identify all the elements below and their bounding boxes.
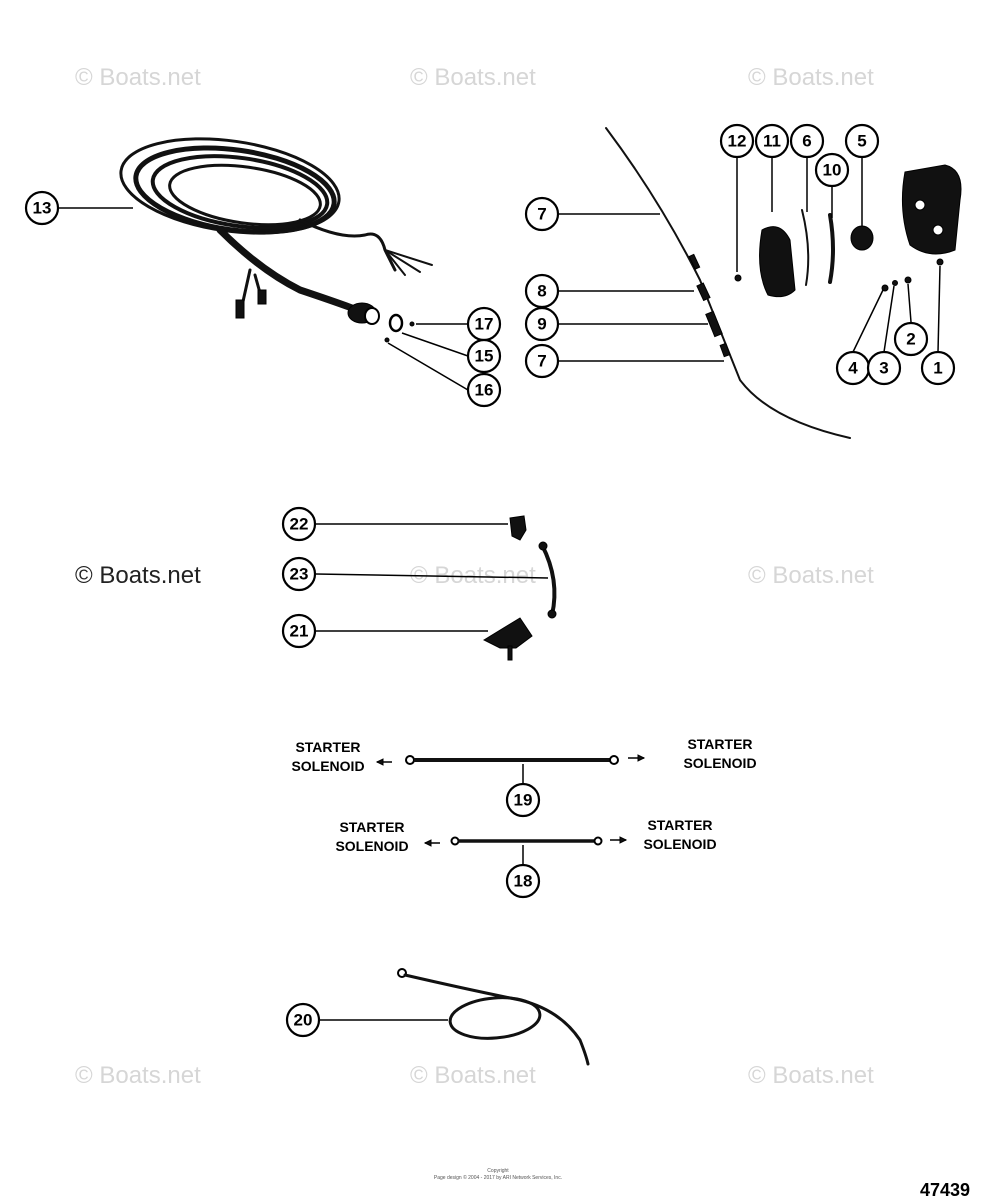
part-22 [509,515,527,541]
solenoid-labels: STARTER SOLENOID STARTER SOLENOID STARTE… [291,736,756,854]
leader-lines [59,158,941,1021]
callouts: 13 7 8 9 7 17 15 16 12 11 6 10 5 2 4 3 1… [24,123,956,1038]
callout-7b-label: 7 [537,352,546,371]
callout-6-label: 6 [802,132,811,151]
part-23 [538,541,557,619]
solenoid-label-19-right-line2: SOLENOID [683,755,756,771]
callout-12: 12 [719,123,755,159]
callout-21: 21 [281,613,317,649]
figure-number: 47439 [920,1180,970,1200]
part-cable [605,127,851,439]
part-wiring-harness [119,137,433,343]
callout-23: 23 [281,556,317,592]
callout-8: 8 [524,273,560,309]
callout-5-label: 5 [857,132,866,151]
callout-1-label: 1 [933,359,942,378]
copyright-line: Page design © 2004 - 2017 by ARI Network… [434,1174,562,1181]
callout-13: 13 [24,190,60,226]
callout-17: 17 [466,306,502,342]
callout-18-label: 18 [514,872,533,891]
solenoid-label-18-right-line1: STARTER [647,817,712,833]
callout-7a: 7 [524,196,560,232]
callout-12-label: 12 [728,132,747,151]
callout-22: 22 [281,506,317,542]
callout-18: 18 [505,863,541,899]
callout-23-label: 23 [290,565,309,584]
callout-11-label: 11 [763,132,781,151]
callout-9-label: 9 [537,315,546,334]
callout-5: 5 [844,123,880,159]
solenoid-label-19-left-line1: STARTER [295,739,360,755]
watermark-1: © Boats.net [75,64,201,91]
callout-8-label: 8 [537,282,546,301]
callout-15: 15 [466,338,502,374]
callout-16-label: 16 [475,381,494,400]
watermark-4: © Boats.net [75,562,201,589]
callout-19-label: 19 [514,791,533,810]
callout-7a-label: 7 [537,205,546,224]
part-18-cable [423,836,628,847]
callout-3: 3 [866,350,902,386]
callout-19: 19 [505,782,541,818]
part-bracket-assembly [734,209,874,298]
solenoid-label-19-left-line2: SOLENOID [291,758,364,774]
callout-1: 1 [920,350,956,386]
part-19-cable [375,754,646,766]
callout-17-label: 17 [475,315,494,334]
copyright-title: Copyright [487,1168,509,1174]
part-20-cable [397,968,590,1066]
watermark-9: © Boats.net [748,1062,874,1089]
watermark-8: © Boats.net [410,1062,536,1089]
callout-4-label: 4 [848,359,858,378]
callout-21-label: 21 [290,622,309,641]
callout-6: 6 [789,123,825,159]
solenoid-label-18-right-line2: SOLENOID [643,836,716,852]
callout-16: 16 [466,372,502,408]
callout-22-label: 22 [290,515,309,534]
solenoid-label-18-left-line2: SOLENOID [335,838,408,854]
callout-2: 2 [893,321,929,357]
callout-10-label: 10 [823,161,842,180]
solenoid-label-18-left-line1: STARTER [339,819,404,835]
part-21 [482,617,533,661]
callout-7b: 7 [524,343,560,379]
callout-10: 10 [814,152,850,188]
watermark-2: © Boats.net [410,64,536,91]
callout-11: 11 [754,123,790,159]
callout-20-label: 20 [294,1011,313,1030]
callout-15-label: 15 [475,347,494,366]
watermark-7: © Boats.net [75,1062,201,1089]
watermark-3: © Boats.net [748,64,874,91]
watermark-6: © Boats.net [748,562,874,589]
callout-4: 4 [835,350,871,386]
callout-3-label: 3 [879,359,888,378]
callout-2-label: 2 [906,330,915,349]
solenoid-label-19-right-line1: STARTER [687,736,752,752]
callout-13-label: 13 [33,199,52,218]
callout-20: 20 [285,1002,321,1038]
callout-9: 9 [524,306,560,342]
part-switch-block [881,164,962,292]
